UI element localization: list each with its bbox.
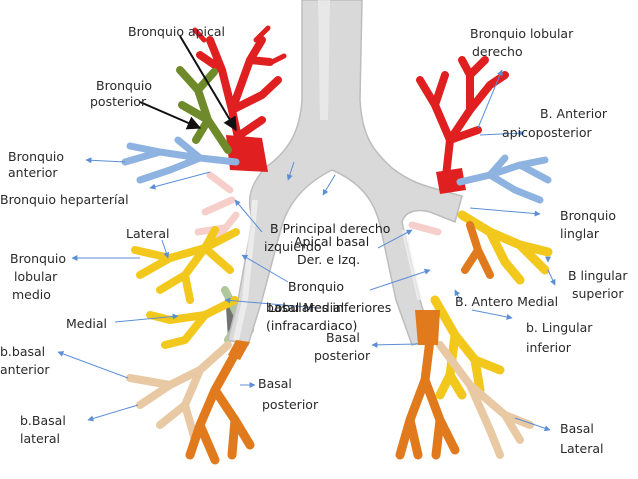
leader-lines [57, 69, 556, 432]
label-basal-lateral-2: lateral [20, 431, 60, 446]
label-lingular-superior-1: B lingular [568, 268, 628, 283]
label-basal-posterior-l-2: posterior [262, 397, 319, 412]
label-anterior-1: Bronquio [8, 149, 64, 164]
label-posterior-2: posterior [90, 94, 147, 109]
label-basal-lateral-1: b.Basal [20, 413, 66, 428]
label-lingular-inferior-1: b. Lingular [526, 320, 593, 335]
right-posterior-bronchus [176, 66, 232, 154]
label-basal-anterior-1: b.basal [0, 344, 45, 359]
label-medial-basal-1: Bronquio [288, 279, 344, 294]
label-anterior-2: anterior [8, 165, 58, 180]
label-lobular-derecho-1: Bronquio lobular [470, 26, 574, 41]
label-anterior-apico-1: B. Anterior [540, 106, 608, 121]
left-lower-lobe-bronchi [395, 295, 534, 460]
left-lingular-bronchus [457, 210, 553, 285]
label-medial: Medial [66, 316, 107, 331]
label-basal-lateral-r-2: Lateral [560, 441, 604, 456]
label-linglar-2: linglar [560, 226, 600, 241]
label-lingular-superior-2: superior [572, 286, 624, 301]
label-medio-1: Bronquio [10, 251, 66, 266]
label-medio-2: lobular [14, 269, 58, 284]
label-basal-lateral-r-1: Basal [560, 421, 594, 436]
label-infracardiaco: (infracardiaco) [266, 318, 357, 333]
label-linglar-1: Bronquio [560, 208, 616, 223]
label-basal-posterior-c-2: posterior [314, 348, 371, 363]
label-medial-basal-2: basal Medial [266, 300, 344, 315]
label-basal-posterior-l-1: Basal [258, 376, 292, 391]
label-lobulares-inferiores: Lobulares inferiores [268, 300, 391, 315]
label-lobular-derecho-2: derecho [472, 44, 523, 59]
label-apical-basal-1: Apical basal [294, 234, 369, 249]
left-anterior-bronchus [456, 154, 552, 204]
label-anterior-apico-2: apicoposterior [502, 125, 593, 140]
black-pointer-arrows [139, 35, 237, 132]
label-principal-2: izquierdo [264, 239, 322, 254]
label-principal-1: B Principal derecho [270, 221, 390, 236]
labels: Bronquio apical Bronquio posterior Bronq… [0, 24, 628, 456]
right-lower-lobe-bronchi [126, 340, 255, 465]
label-medio-3: medio [12, 287, 51, 302]
label-posterior-1: Bronquio [96, 78, 152, 93]
label-lateral: Lateral [126, 226, 170, 241]
label-antero-medial: B. Antero Medial [455, 294, 558, 309]
label-bronquio-apical: Bronquio apical [128, 24, 225, 39]
label-basal-anterior-2: anterior [0, 362, 50, 377]
label-basal-posterior-c-1: Basal [326, 330, 360, 345]
label-apical-basal-2: Der. e Izq. [297, 252, 360, 267]
label-lingular-inferior-2: inferior [526, 340, 572, 355]
label-eparterial: Bronquio heparteríal [0, 192, 129, 207]
trachea [227, 0, 463, 346]
right-middle-lobe-bronchus [131, 226, 240, 349]
right-anterior-bronchus [121, 136, 240, 184]
right-apical-bronchus [192, 25, 287, 172]
